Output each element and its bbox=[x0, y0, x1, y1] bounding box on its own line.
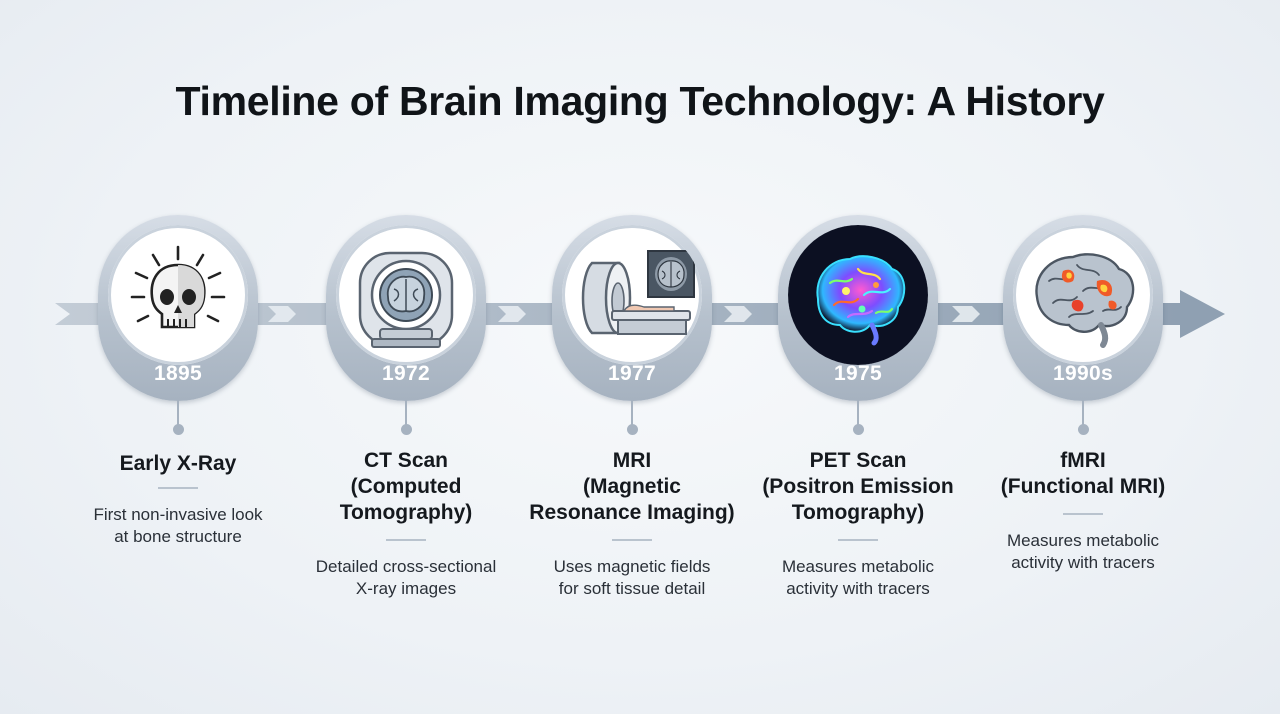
desc-line: Uses magnetic fields bbox=[553, 557, 711, 576]
separator bbox=[612, 539, 652, 541]
separator bbox=[1063, 513, 1103, 515]
desc-line: for soft tissue detail bbox=[558, 579, 706, 598]
connector-dot bbox=[401, 424, 412, 435]
title-line: Tomography) bbox=[339, 501, 473, 524]
milestone-description: First non-invasive look at bone structur… bbox=[48, 504, 308, 548]
connector-dot bbox=[627, 424, 638, 435]
ct-scanner-icon bbox=[358, 251, 454, 348]
desc-line: activity with tracers bbox=[786, 579, 930, 598]
skull-xray-icon bbox=[130, 245, 226, 329]
icon-disc bbox=[1013, 225, 1153, 365]
milestone-title: PET Scan (Positron Emission Tomography) bbox=[728, 448, 988, 526]
title-line: Early X-Ray bbox=[119, 452, 237, 475]
title-line: MRI bbox=[612, 449, 652, 472]
desc-line: Measures metabolic bbox=[1006, 531, 1160, 550]
milestone-year: 1977 bbox=[608, 362, 656, 385]
milestone-ct: 1972 bbox=[326, 215, 486, 401]
separator bbox=[158, 487, 198, 489]
arrow-head bbox=[1180, 290, 1225, 338]
connector-stem bbox=[177, 400, 179, 427]
mri-machine-icon bbox=[581, 250, 695, 335]
milestone-description: Detailed cross-sectional X-ray images bbox=[276, 556, 536, 600]
connector-dot bbox=[1078, 424, 1089, 435]
separator bbox=[386, 539, 426, 541]
connector-dot bbox=[853, 424, 864, 435]
title-line: (Computed bbox=[350, 475, 462, 498]
milestone-mri: 1977 bbox=[552, 215, 712, 401]
separator bbox=[838, 539, 878, 541]
page-title: Timeline of Brain Imaging Technology: A … bbox=[175, 78, 1105, 124]
milestone-title: MRI (Magnetic Resonance Imaging) bbox=[502, 448, 762, 526]
desc-line: Detailed cross-sectional bbox=[315, 557, 497, 576]
icon-disc bbox=[336, 225, 476, 365]
milestone-xray: 1895 bbox=[98, 215, 258, 401]
milestone-fmri: 1990s bbox=[1003, 215, 1163, 401]
icon-disc bbox=[788, 225, 928, 365]
title-line: PET Scan bbox=[809, 449, 907, 472]
title-line: CT Scan bbox=[363, 449, 449, 472]
milestone-year: 1972 bbox=[382, 362, 430, 385]
milestone-title: fMRI (Functional MRI) bbox=[953, 448, 1213, 500]
title-line: (Positron Emission bbox=[762, 475, 954, 498]
title-line: (Functional MRI) bbox=[1000, 475, 1166, 498]
desc-line: First non-invasive look bbox=[93, 505, 263, 524]
title-line: (Magnetic bbox=[582, 475, 681, 498]
connector-dot bbox=[173, 424, 184, 435]
desc-line: at bone structure bbox=[114, 527, 242, 546]
milestone-description: Measures metabolic activity with tracers bbox=[953, 530, 1213, 574]
connector-stem bbox=[631, 400, 633, 427]
title-line: fMRI bbox=[1060, 449, 1106, 472]
milestone-year: 1975 bbox=[834, 362, 882, 385]
desc-line: Measures metabolic bbox=[781, 557, 935, 576]
milestone-year: 1895 bbox=[154, 362, 202, 385]
connector-stem bbox=[857, 400, 859, 427]
desc-line: X-ray images bbox=[355, 579, 457, 598]
milestone-year: 1990s bbox=[1053, 362, 1113, 385]
title-line: Resonance Imaging) bbox=[529, 501, 735, 524]
connector-stem bbox=[1082, 400, 1084, 427]
milestone-description: Measures metabolic activity with tracers bbox=[728, 556, 988, 600]
icon-disc bbox=[562, 225, 702, 365]
fmri-brain-icon bbox=[1035, 253, 1135, 348]
desc-line: activity with tracers bbox=[1011, 553, 1155, 572]
milestone-title: CT Scan (Computed Tomography) bbox=[276, 448, 536, 526]
pet-brain-icon bbox=[788, 225, 928, 365]
milestone-description: Uses magnetic fields for soft tissue det… bbox=[502, 556, 762, 600]
title-line: Tomography) bbox=[791, 501, 925, 524]
milestone-pet: 1975 bbox=[778, 215, 938, 401]
icon-disc bbox=[108, 225, 248, 365]
milestone-title: Early X-Ray bbox=[48, 451, 308, 477]
connector-stem bbox=[405, 400, 407, 427]
